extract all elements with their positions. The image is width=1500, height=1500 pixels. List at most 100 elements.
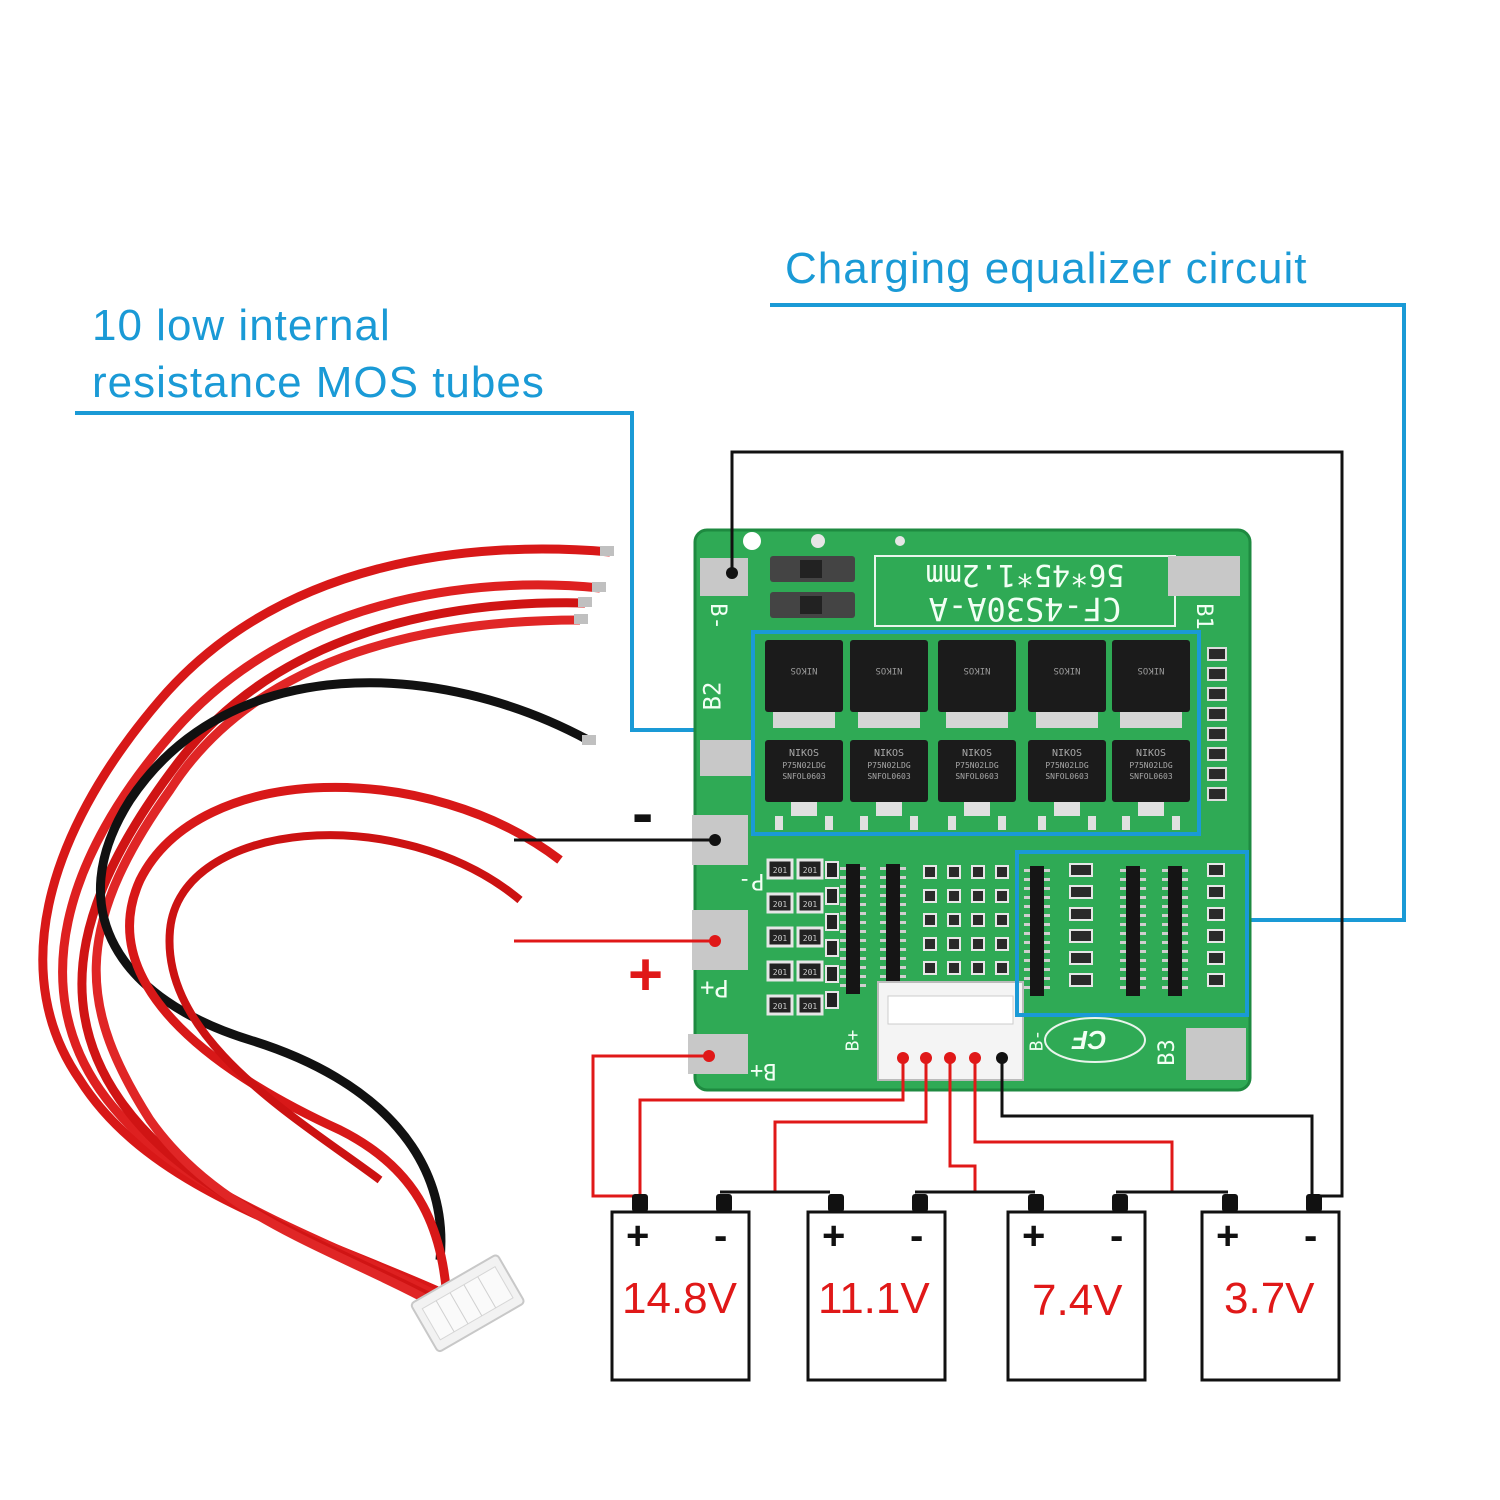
cell4-voltage: 3.7V xyxy=(1224,1274,1315,1323)
smd-part xyxy=(1069,973,1093,987)
mosfet-bottom-5: NIKOS P75N02LDG SNFOL0603 xyxy=(1112,740,1190,830)
svg-text:NIKOS: NIKOS xyxy=(962,748,992,759)
smd-part xyxy=(1207,885,1225,899)
smd-part xyxy=(1207,929,1225,943)
mos-highlight-box xyxy=(751,630,1201,836)
pcb-board: NIKOS NIKOS P75N02LDG SNFOL0603 NIKOS NIKOS P7… xyxy=(688,528,1252,1092)
svg-text:NIKOS: NIKOS xyxy=(789,748,819,759)
smd-part xyxy=(923,913,937,927)
smd-resistor xyxy=(825,861,839,879)
battery-minus-terminal xyxy=(1112,1194,1128,1212)
wiring-dots xyxy=(703,567,1008,1064)
cell2-voltage: 11.1V xyxy=(818,1274,930,1323)
smd-part xyxy=(995,937,1009,951)
balance-lead-cable xyxy=(38,544,614,1353)
svg-text:201: 201 xyxy=(803,866,818,875)
smd-part xyxy=(1207,973,1225,987)
svg-text:SNFOL0603: SNFOL0603 xyxy=(955,772,999,781)
mosfet-top-5: NIKOS xyxy=(1112,640,1190,728)
smd-resistor-201: 201 xyxy=(796,926,824,948)
mosfet-top-4: NIKOS xyxy=(1028,640,1106,728)
battery-plus-terminal xyxy=(1222,1194,1238,1212)
pad-label-b-minus: B- xyxy=(704,603,730,630)
cell3-voltage: 7.4V xyxy=(1032,1276,1123,1325)
smd-resistor xyxy=(825,939,839,957)
smd-part xyxy=(947,865,961,879)
svg-text:P75N02LDG: P75N02LDG xyxy=(867,761,911,770)
cell4-minus: - xyxy=(1304,1214,1318,1258)
smd-part xyxy=(1069,863,1093,877)
ic-chip xyxy=(1024,866,1050,996)
smd-part xyxy=(923,937,937,951)
board-logo: CF xyxy=(1072,1025,1107,1055)
cell1-plus: + xyxy=(626,1214,650,1258)
battery-minus-terminal xyxy=(1306,1194,1322,1212)
smd-part xyxy=(947,889,961,903)
svg-text:P75N02LDG: P75N02LDG xyxy=(782,761,826,770)
smd-resistor-201: 201 xyxy=(796,960,824,982)
svg-text:201: 201 xyxy=(773,968,788,977)
pad-label-b2: B2 xyxy=(698,681,727,711)
smd-part xyxy=(1069,885,1093,899)
mosfet-top-1: NIKOS xyxy=(765,640,843,728)
battery-minus-terminal xyxy=(912,1194,928,1212)
balance-plug xyxy=(410,1254,525,1353)
smd-part xyxy=(947,937,961,951)
svg-text:NIKOS: NIKOS xyxy=(1136,748,1166,759)
svg-text:NIKOS: NIKOS xyxy=(963,665,990,675)
mosfet-bottom-3: NIKOS P75N02LDG SNFOL0603 xyxy=(938,740,1016,830)
svg-text:NIKOS: NIKOS xyxy=(790,665,817,675)
smd-part xyxy=(995,913,1009,927)
smd-resistor xyxy=(1207,707,1227,721)
smd-part xyxy=(971,937,985,951)
equalizer-callout: Charging equalizer circuit xyxy=(785,244,1308,293)
plus-terminal-sign: + xyxy=(628,941,664,1008)
cell2-minus: - xyxy=(910,1214,924,1258)
smd-part xyxy=(1069,929,1093,943)
battery-plus-terminal xyxy=(1028,1194,1044,1212)
svg-text:NIKOS: NIKOS xyxy=(874,748,904,759)
smd-resistor-201: 201 xyxy=(766,960,794,982)
svg-text:201: 201 xyxy=(803,934,818,943)
equalizer-highlight-box xyxy=(1015,850,1249,1017)
smd-resistor xyxy=(825,913,839,931)
smd-resistor-201: 201 xyxy=(766,892,794,914)
smd-resistor xyxy=(1207,747,1227,761)
wiring xyxy=(514,450,1344,1198)
mosfet-top-2: NIKOS xyxy=(850,640,928,728)
smd-resistor xyxy=(1207,787,1227,801)
smd-part xyxy=(1069,907,1093,921)
smd-part xyxy=(995,889,1009,903)
smd-part xyxy=(923,889,937,903)
smd-resistor xyxy=(825,991,839,1009)
svg-text:NIKOS: NIKOS xyxy=(1053,665,1080,675)
smd-resistor xyxy=(1207,667,1227,681)
pad-label-p-plus: P+ xyxy=(700,974,729,1002)
svg-text:201: 201 xyxy=(773,866,788,875)
cell3-minus: - xyxy=(1110,1214,1124,1258)
smd-resistor-201: 201 xyxy=(796,994,824,1016)
svg-text:201: 201 xyxy=(773,1002,788,1011)
svg-text:P75N02LDG: P75N02LDG xyxy=(955,761,999,770)
smd-resistor-201: 201 xyxy=(766,994,794,1016)
svg-text:201: 201 xyxy=(803,968,818,977)
battery-plus-terminal xyxy=(828,1194,844,1212)
battery-cell-1 xyxy=(610,1194,751,1382)
svg-text:201: 201 xyxy=(803,1002,818,1011)
mos-callout-line2: resistance MOS tubes xyxy=(92,358,545,407)
svg-text:SNFOL0603: SNFOL0603 xyxy=(1129,772,1173,781)
svg-text:P75N02LDG: P75N02LDG xyxy=(1129,761,1173,770)
cell2-plus: + xyxy=(822,1214,846,1258)
smd-part xyxy=(1207,907,1225,921)
smd-part xyxy=(947,961,961,975)
smd-resistor xyxy=(1207,767,1227,781)
smd-part xyxy=(1069,951,1093,965)
svg-text:SNFOL0603: SNFOL0603 xyxy=(1045,772,1089,781)
smd-resistor-201: 201 xyxy=(796,858,824,880)
battery-minus-terminal xyxy=(716,1194,732,1212)
